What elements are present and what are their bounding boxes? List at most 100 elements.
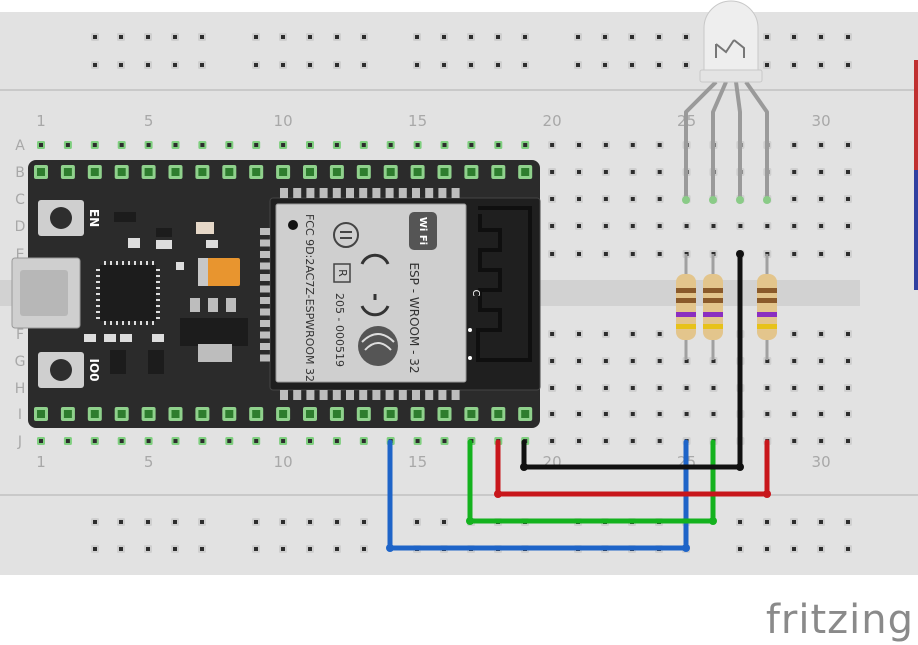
hole: [279, 141, 288, 149]
io0-label: IO0: [87, 358, 101, 381]
hole: [790, 437, 799, 445]
hole: [628, 250, 637, 258]
hole: [548, 250, 557, 258]
column-number: 20: [543, 112, 562, 130]
antenna-label: C: [470, 290, 481, 297]
header-pin: [356, 407, 371, 421]
rail-hole: [171, 545, 179, 553]
hole: [171, 141, 180, 149]
hole: [844, 357, 852, 365]
hole: [844, 250, 852, 258]
row-letter: C: [15, 192, 25, 208]
header-pin: [303, 165, 317, 179]
rail-hole: [844, 33, 852, 41]
usb-uart-chip: [100, 265, 156, 321]
hole: [817, 410, 826, 418]
rail-hole: [817, 545, 825, 553]
rail-hole: [574, 33, 582, 41]
hole: [575, 384, 583, 392]
hole: [790, 141, 799, 149]
hole: [171, 437, 180, 445]
hole: [736, 222, 745, 230]
hole: [844, 410, 852, 418]
column-number: 5: [144, 453, 154, 471]
header-pin: [60, 165, 75, 179]
rail-hole: [91, 518, 99, 526]
rail-hole: [279, 518, 287, 526]
hole: [817, 222, 826, 230]
rail-hole: [333, 33, 341, 41]
hole: [575, 410, 583, 418]
hole: [628, 330, 637, 338]
rail-hole: [171, 33, 179, 41]
resistor-2: [703, 254, 723, 360]
rail-hole: [494, 61, 502, 69]
column-number: 15: [408, 453, 427, 471]
header-pin: [222, 407, 237, 421]
hole: [817, 250, 826, 258]
hole: [548, 357, 557, 365]
header-pin: [329, 407, 344, 421]
hole: [790, 410, 799, 418]
rail-hole: [413, 33, 421, 41]
rail-hole: [91, 545, 99, 553]
hole: [682, 384, 691, 392]
rail-hole: [117, 61, 125, 69]
hole: [413, 437, 422, 445]
hole: [494, 141, 503, 149]
row-letter: D: [15, 219, 26, 235]
hole: [601, 437, 610, 445]
fritzing-logo: fritzing: [765, 597, 914, 643]
header-pin: [114, 165, 129, 179]
header-pin: [437, 165, 452, 179]
espressif-logo: [358, 326, 398, 366]
rail-hole: [521, 33, 529, 41]
rgb-led: [684, 0, 769, 200]
hole: [601, 250, 610, 258]
r-mark: R: [336, 269, 349, 277]
header-pin: [195, 165, 210, 179]
hole: [655, 384, 664, 392]
hole: [817, 357, 826, 365]
hole: [655, 437, 664, 445]
board-header-pins: [34, 165, 533, 421]
rail-hole: [91, 33, 99, 41]
rail-hole: [655, 33, 663, 41]
hole: [575, 168, 583, 176]
hole: [844, 195, 852, 203]
header-pin: [491, 165, 506, 179]
rail-hole: [117, 33, 125, 41]
hole: [63, 437, 72, 445]
hole: [655, 410, 664, 418]
rail-hole: [628, 61, 636, 69]
header-pin: [249, 407, 264, 421]
hole: [628, 357, 637, 365]
hole: [279, 437, 288, 445]
hole: [628, 141, 637, 149]
hole: [790, 222, 799, 230]
hole: [655, 250, 664, 258]
hole: [548, 141, 557, 149]
resistor-3: [757, 254, 777, 360]
hole: [521, 141, 530, 149]
hole: [817, 330, 826, 338]
hole: [817, 141, 826, 149]
rail-hole: [279, 545, 287, 553]
rail-hole: [117, 518, 125, 526]
row-letter: H: [15, 381, 26, 397]
hole: [709, 410, 718, 418]
antenna-trace: [476, 206, 532, 362]
hole: [628, 168, 637, 176]
hole: [790, 357, 799, 365]
rail-hole: [790, 518, 798, 526]
hole: [225, 141, 234, 149]
rail-hole: [360, 61, 368, 69]
voltage-regulator: [180, 318, 248, 346]
hole: [817, 437, 826, 445]
hole: [548, 195, 557, 203]
hole: [575, 357, 583, 365]
hole: [306, 437, 314, 445]
rail-hole: [306, 61, 314, 69]
rail-hole: [333, 518, 341, 526]
rail-hole: [817, 518, 825, 526]
